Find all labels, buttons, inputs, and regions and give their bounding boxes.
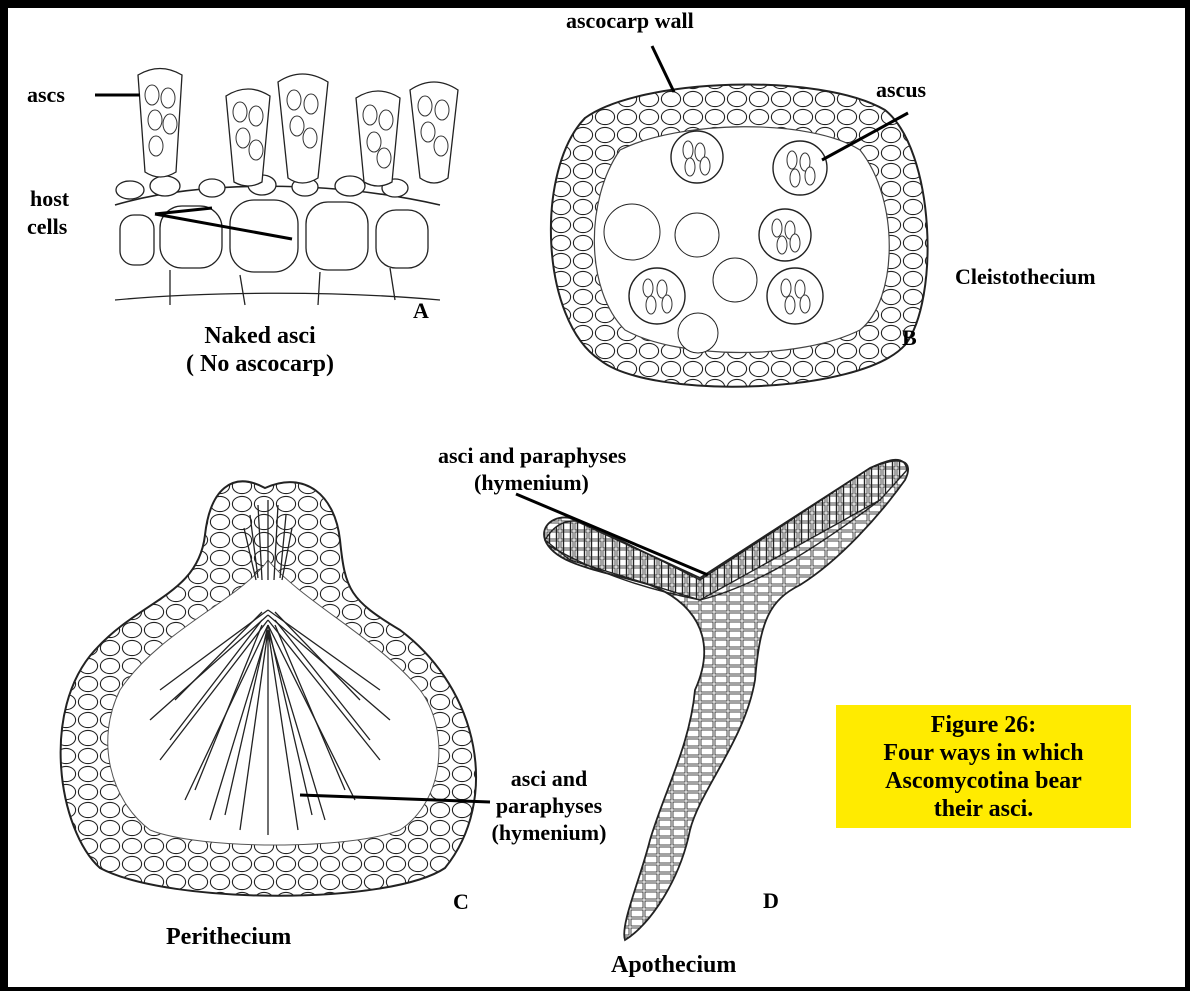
figure-caption-line3: Ascomycotina bear <box>836 767 1131 795</box>
panel-a-letter: A <box>413 299 429 324</box>
label-d-hymenium-line1: asci and paraphyses <box>438 444 626 469</box>
figure-caption-line1: Figure 26: <box>836 711 1131 739</box>
panel-c-letter: C <box>453 890 469 915</box>
panel-c-drawing <box>61 481 476 895</box>
label-d-hymenium-line2: (hymenium) <box>474 471 589 496</box>
label-apothecium: Apothecium <box>611 952 736 979</box>
panel-a-caption-line2: ( No ascocarp) <box>140 351 380 378</box>
panel-d-drawing <box>544 460 908 940</box>
label-c-hymenium-line3: (hymenium) <box>484 821 614 846</box>
label-cleistothecium: Cleistothecium <box>955 265 1096 290</box>
label-c-hymenium-line1: asci and <box>484 767 614 792</box>
figure-caption-line2: Four ways in which <box>836 739 1131 767</box>
panel-d-letter: D <box>763 889 779 914</box>
label-ascus: ascus <box>876 78 926 103</box>
label-host: host <box>30 187 69 212</box>
label-ascs: ascs <box>27 83 65 108</box>
label-c-hymenium-line2: paraphyses <box>484 794 614 819</box>
label-perithecium: Perithecium <box>166 924 291 951</box>
panel-b-letter: B <box>902 326 917 351</box>
figure-caption-line4: their asci. <box>836 795 1131 823</box>
label-cells: cells <box>27 215 67 240</box>
label-ascocarp-wall: ascocarp wall <box>566 9 694 34</box>
panel-b-drawing <box>551 85 928 387</box>
figure-caption-box: Figure 26: Four ways in which Ascomycoti… <box>836 705 1131 828</box>
panel-a-caption-line1: Naked asci <box>140 323 380 350</box>
